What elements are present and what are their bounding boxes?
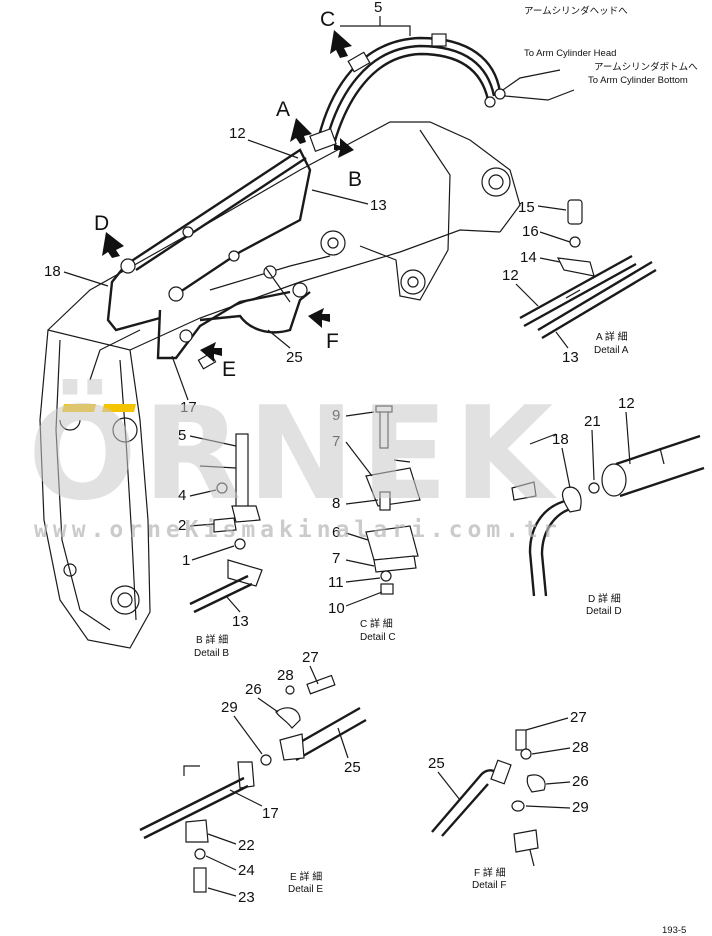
view-letter-labels: C A B D E F — [94, 8, 362, 381]
part-num: 10 — [328, 600, 345, 617]
detail-c-jp: C 詳 細 — [360, 617, 393, 630]
part-num: 5 — [374, 0, 382, 16]
detail-f-en: Detail F — [472, 880, 506, 891]
detail-f-jp: F 詳 細 — [474, 866, 506, 879]
part-num: 6 — [332, 524, 340, 541]
page-mark: 193-5 — [662, 925, 686, 936]
detail-d-jp: D 詳 細 — [588, 592, 621, 605]
part-num: 7 — [332, 433, 340, 450]
detail-b: 5 4 2 1 13 B 詳 細 Detail B — [178, 427, 263, 659]
part-num: 12 — [618, 395, 635, 412]
part-num: 28 — [277, 667, 294, 684]
part-num: 16 — [522, 223, 539, 240]
part-num: 25 — [428, 755, 445, 772]
watermark-brand: ÖRNEK — [28, 379, 559, 529]
view-letter-f: F — [326, 330, 339, 353]
detail-c-en: Detail C — [360, 632, 396, 643]
part-num: 23 — [238, 889, 255, 906]
part-num: 25 — [286, 349, 303, 366]
detail-d: 18 21 12 D 詳 細 Detail D — [511, 395, 705, 617]
note-bottom-en: To Arm Cylinder Bottom — [588, 75, 688, 86]
note-head-en: To Arm Cylinder Head — [524, 48, 616, 59]
part-num: 26 — [245, 681, 262, 698]
part-num: 11 — [328, 574, 344, 591]
part-num: 17 — [262, 805, 279, 822]
part-num: 2 — [178, 517, 186, 534]
part-num: 27 — [302, 649, 319, 666]
part-num: 1 — [182, 552, 190, 569]
detail-b-jp: B 詳 細 — [196, 633, 228, 646]
boom-structure — [39, 121, 521, 649]
part-num: 22 — [238, 837, 255, 854]
part-num: 12 — [229, 125, 246, 142]
detail-e-en: Detail E — [288, 884, 323, 895]
part-num: 29 — [572, 799, 589, 816]
part-num: 21 — [584, 413, 601, 430]
part-num: 28 — [572, 739, 589, 756]
part-num: 14 — [520, 249, 537, 266]
detail-c: 9 7 8 6 7 11 10 C 詳 細 Detail C — [328, 405, 421, 643]
watermark: ÖRNEK www.orneKismakinalari.com.tr — [28, 379, 562, 543]
part-num: 18 — [552, 431, 569, 448]
detail-e-jp: E 詳 細 — [290, 870, 322, 883]
part-num: 27 — [570, 709, 587, 726]
part-num: 24 — [238, 862, 255, 879]
detail-b-en: Detail B — [194, 648, 229, 659]
view-letter-b: B — [348, 168, 362, 191]
part-num: 17 — [180, 399, 197, 416]
part-num: 8 — [332, 495, 340, 512]
watermark-url: www.orneKismakinalari.com.tr — [34, 517, 562, 543]
part-num: 4 — [178, 487, 186, 504]
detail-d-en: Detail D — [586, 606, 622, 617]
part-num: 18 — [44, 263, 61, 280]
detail-a: 15 16 14 12 13 A 詳 細 Detail A — [502, 199, 657, 366]
part-num: 12 — [502, 267, 519, 284]
note-head-jp: アームシリンダヘッドへ — [524, 5, 628, 17]
detail-f: 27 28 26 29 25 F 詳 細 Detail F — [428, 709, 589, 891]
view-letter-c: C — [320, 8, 335, 31]
detail-a-en: Detail A — [594, 345, 629, 356]
watermark-umlaut-accent — [62, 404, 136, 412]
view-letter-a: A — [276, 98, 290, 121]
detail-e: 28 27 26 29 25 17 22 24 23 E 詳 細 Detail … — [139, 649, 367, 906]
part-num: 29 — [221, 699, 238, 716]
part-num: 13 — [232, 613, 249, 630]
view-letter-e: E — [222, 358, 236, 381]
arm-cylinder-notes: アームシリンダヘッドへ To Arm Cylinder Head アームシリンダ… — [524, 5, 698, 86]
part-num: 25 — [344, 759, 361, 776]
view-arrows — [102, 30, 354, 362]
part-num: 26 — [572, 773, 589, 790]
part-num: 5 — [178, 427, 186, 444]
note-bottom-jp: アームシリンダボトムへ — [594, 61, 698, 73]
detail-a-jp: A 詳 細 — [596, 330, 628, 343]
part-num: 7 — [332, 550, 340, 567]
main-pipe-routing — [106, 33, 575, 370]
main-part-numbers: 5 12 13 18 17 25 — [44, 0, 411, 416]
part-num: 9 — [332, 407, 340, 424]
part-num: 13 — [370, 197, 387, 214]
view-letter-d: D — [94, 212, 109, 235]
part-num: 13 — [562, 349, 579, 366]
part-num: 15 — [518, 199, 535, 216]
